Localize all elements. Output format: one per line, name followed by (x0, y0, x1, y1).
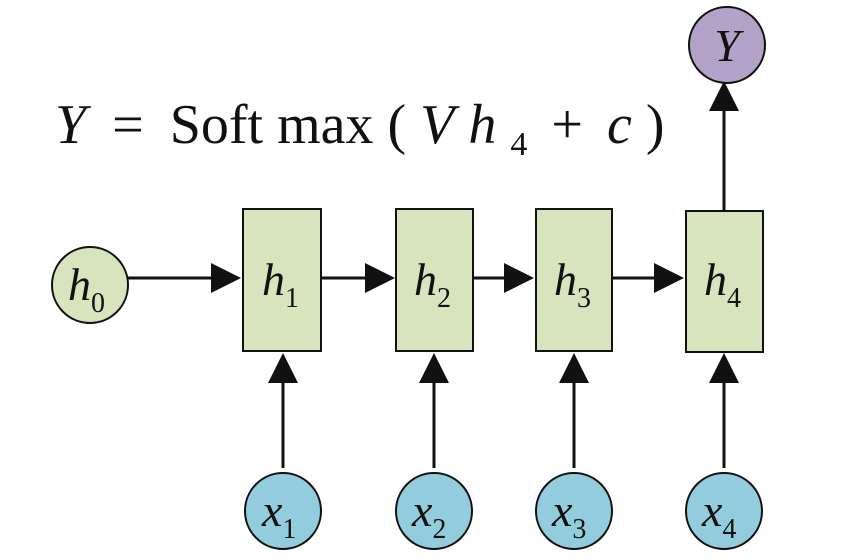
input-subscript-x2: 2 (432, 514, 446, 545)
hidden-state-h1: h1 (242, 208, 322, 352)
formula-open-paren: ( (388, 94, 407, 156)
hidden-state-symbol-h4: h (704, 254, 727, 305)
hidden-state-symbol-h2: h (414, 254, 437, 305)
output-circle (688, 6, 766, 84)
formula-plus: + (551, 94, 583, 156)
hidden-state-label-h1: h1 (262, 254, 299, 314)
hidden-state-label-h4: h4 (704, 254, 741, 314)
hidden-state-label-h3: h3 (554, 254, 591, 314)
hidden-state-box-h3 (535, 208, 613, 352)
initial-state-label: h0 (68, 259, 105, 319)
hidden-state-box-h2 (395, 208, 474, 352)
output-label: Y (714, 20, 744, 71)
formula-hidden-subscript: 4 (510, 126, 527, 163)
initial-state-circle (51, 246, 129, 324)
input-node-x4: x4 (685, 472, 763, 550)
formula-hidden: h (468, 94, 496, 156)
input-circle-x4 (685, 472, 763, 550)
formula-constant: c (607, 94, 632, 156)
input-label-x4: x4 (701, 485, 736, 545)
hidden-state-subscript-h1: 1 (285, 283, 299, 314)
input-subscript-x4: 4 (722, 514, 736, 545)
hidden-state-box-h4 (685, 210, 764, 353)
initial-state-node: h0 (51, 246, 129, 324)
input-circle-x1 (244, 472, 322, 550)
input-subscript-x1: 1 (282, 514, 296, 545)
input-label-x2: x2 (411, 485, 446, 545)
input-circle-x3 (535, 472, 613, 550)
hidden-state-label-h2: h2 (414, 254, 451, 314)
input-node-x1: x1 (244, 472, 322, 550)
input-node-x2: x2 (395, 472, 473, 550)
formula-close-paren: ) (646, 94, 665, 156)
formula-equals: = (112, 94, 144, 156)
hidden-state-subscript-h4: 4 (727, 283, 741, 314)
input-node-x3: x3 (535, 472, 613, 550)
input-label-x3: x3 (551, 485, 586, 545)
input-symbol-x1: x (261, 485, 283, 536)
input-circle-x2 (395, 472, 473, 550)
formula-function: Soft max (170, 94, 374, 156)
input-symbol-x4: x (701, 485, 723, 536)
initial-state-subscript: 0 (91, 288, 105, 319)
hidden-state-subscript-h2: 2 (437, 283, 451, 314)
hidden-state-symbol-h1: h (262, 254, 285, 305)
hidden-state-subscript-h3: 3 (577, 283, 591, 314)
hidden-state-box-h1 (242, 208, 322, 352)
hidden-state-h3: h3 (535, 208, 613, 352)
input-label-x1: x1 (261, 485, 296, 545)
input-subscript-x3: 3 (572, 514, 586, 545)
hidden-state-h2: h2 (395, 208, 474, 352)
input-symbol-x2: x (411, 485, 433, 536)
formula-lhs: Y (55, 94, 92, 156)
hidden-state-h4: h4 (685, 210, 764, 353)
input-symbol-x3: x (551, 485, 573, 536)
hidden-state-symbol-h3: h (554, 254, 577, 305)
softmax-formula: Y = Soft max ( V h 4 + c ) (55, 94, 665, 168)
initial-state-symbol: h (68, 259, 91, 310)
output-node: Y (688, 6, 766, 84)
formula-weight: V (420, 94, 460, 156)
